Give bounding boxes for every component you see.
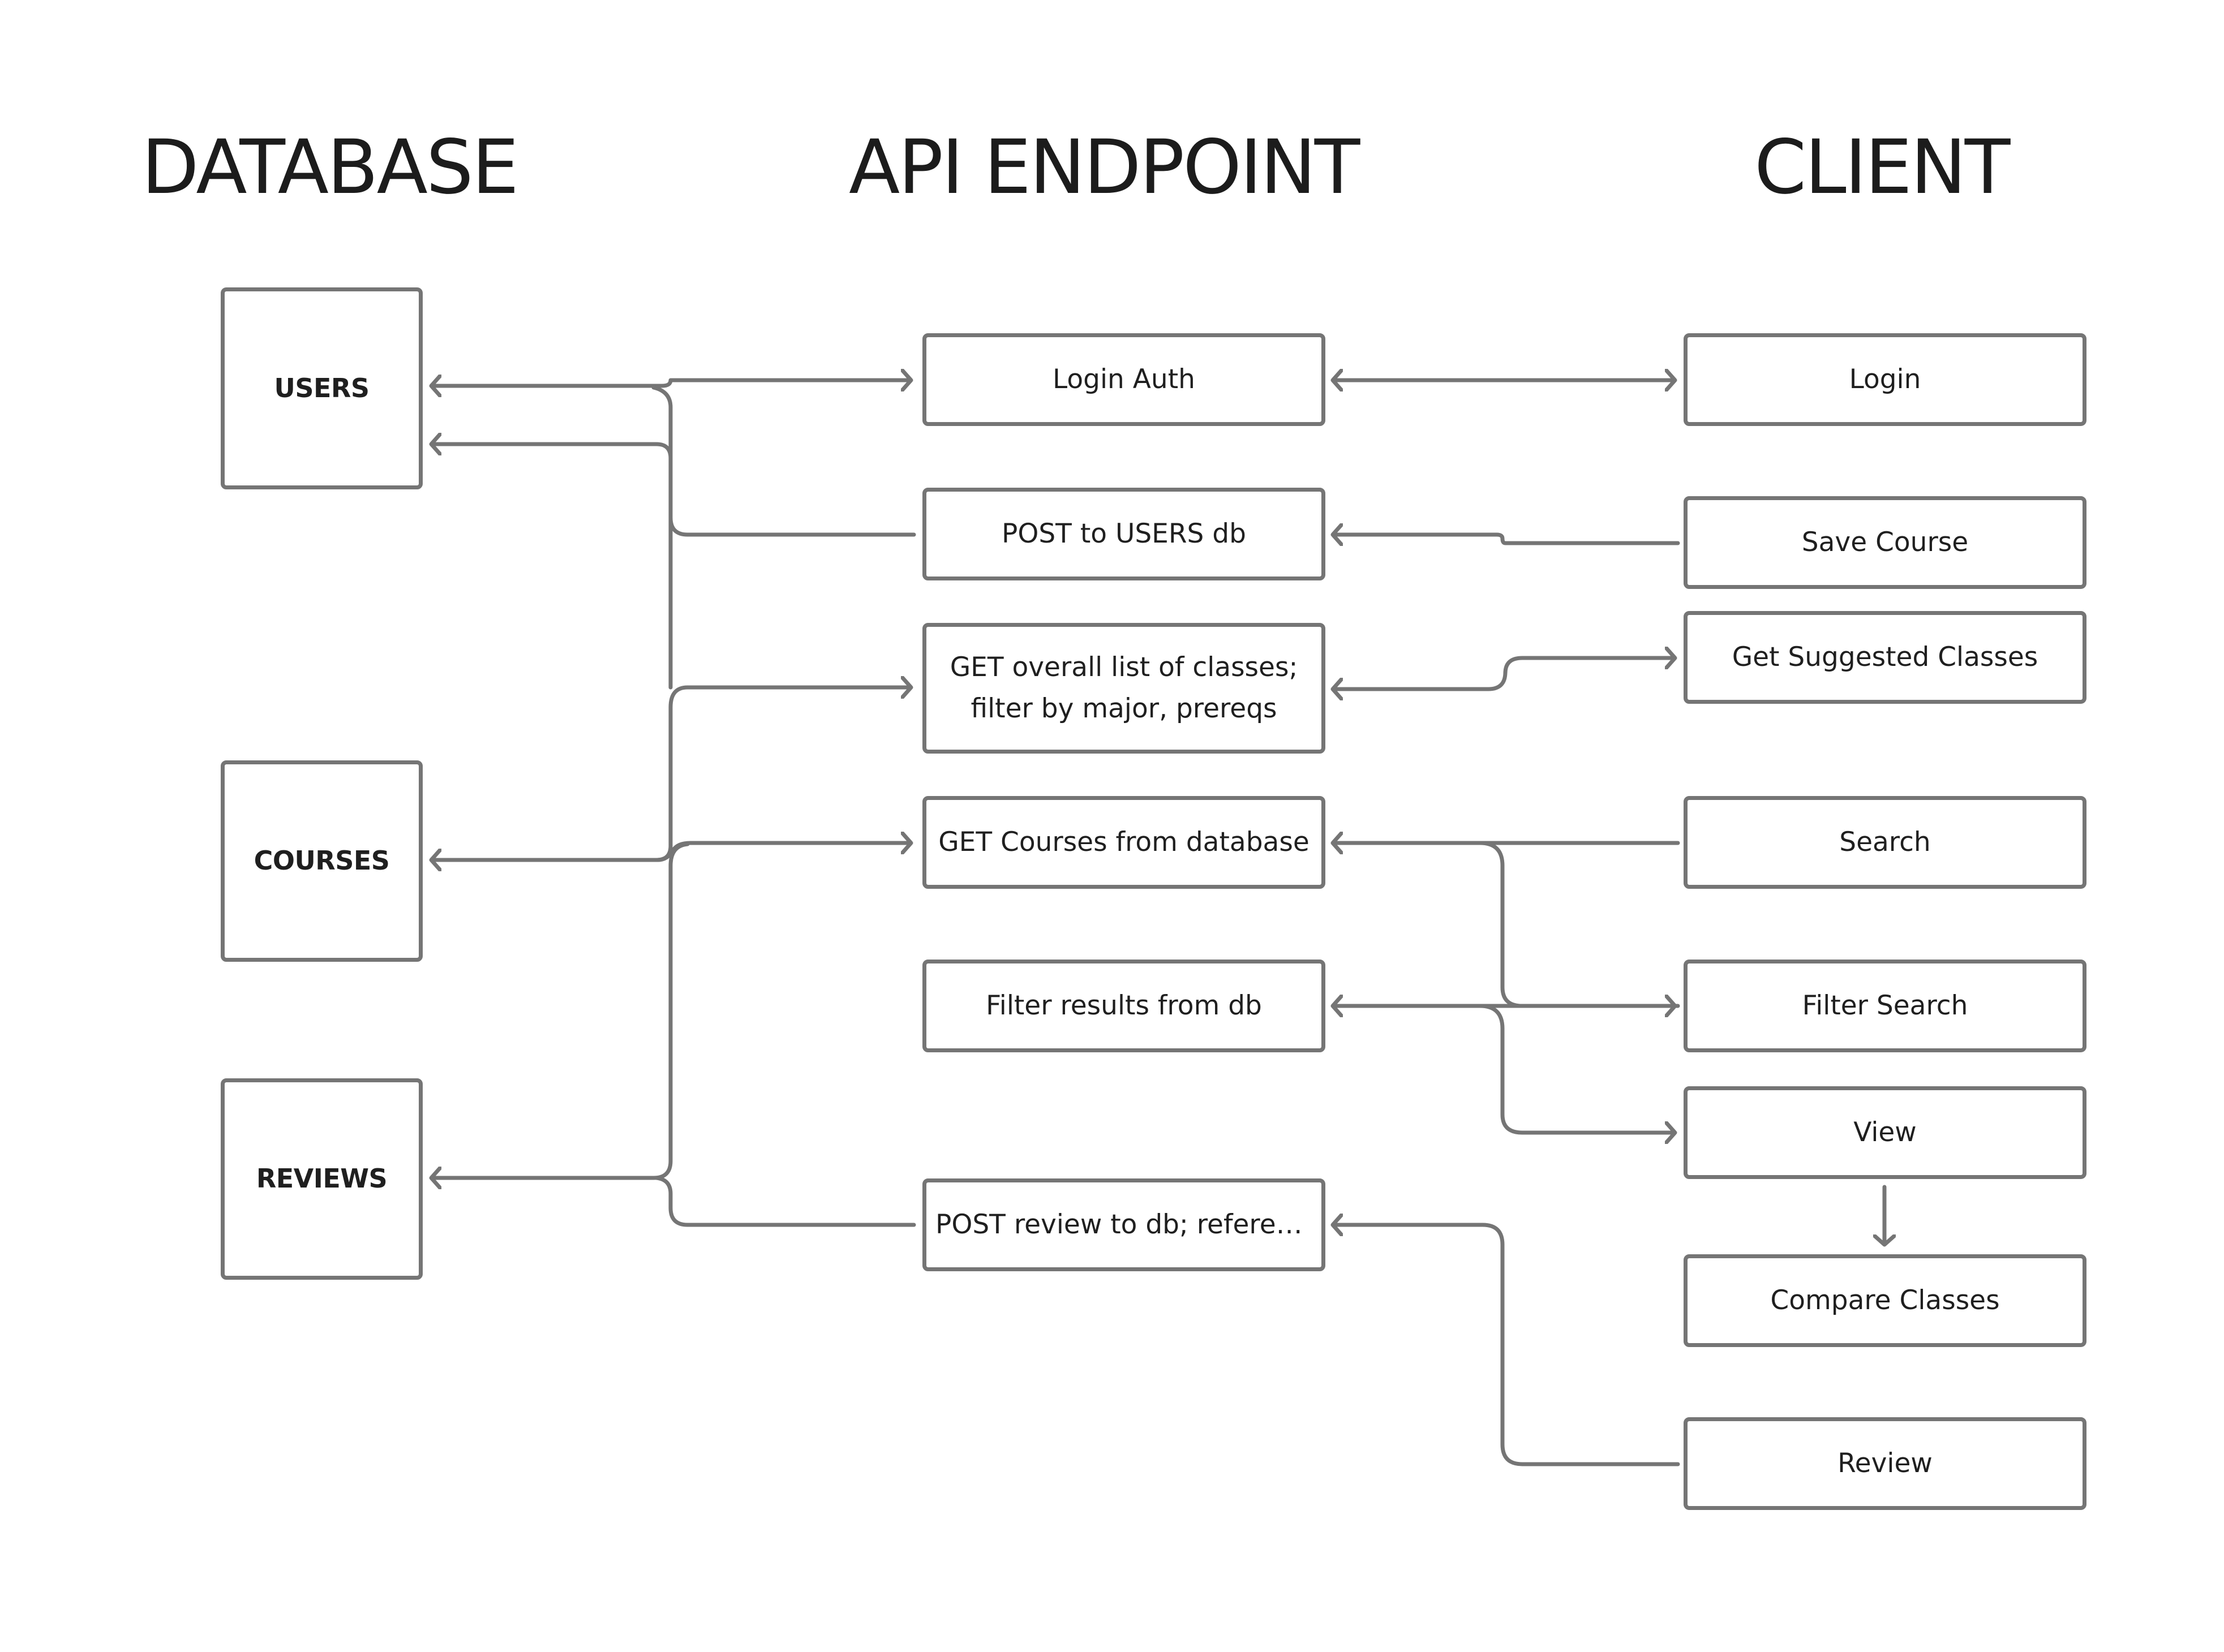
get-classes-box[interactable]: GET overall list of classes; filter by m… [922, 623, 1325, 754]
reviews-table-box[interactable]: REVIEWS [221, 1078, 423, 1280]
courses-table-box[interactable]: COURSES [221, 760, 423, 962]
edge-filter-view [1478, 1004, 1677, 1133]
filter-search-label: Filter Search [1802, 990, 1968, 1021]
post-review-box[interactable]: POST review to db; referenc... [922, 1178, 1325, 1271]
database-column-heading: DATABASE [141, 124, 519, 211]
client-column-heading: CLIENT [1754, 124, 2010, 211]
post-review-label: POST review to db; referenc... [935, 1208, 1321, 1240]
save-course-box[interactable]: Save Course [1684, 496, 2086, 589]
filter-results-box[interactable]: Filter results from db [922, 960, 1325, 1052]
login-auth-label: Login Auth [1053, 363, 1195, 395]
get-classes-label: GET overall list of classes; filter by m… [950, 651, 1298, 724]
edge-get-classes-suggested [1330, 658, 1677, 689]
edge-reviews-trunk [429, 842, 690, 1178]
edge-get-classes-to-users [651, 385, 673, 690]
filter-results-label: Filter results from db [986, 990, 1262, 1021]
login-box[interactable]: Login [1684, 333, 2086, 426]
filter-search-box[interactable]: Filter Search [1684, 960, 2086, 1052]
edge-review-post-review [1330, 1225, 1680, 1466]
get-suggested-classes-box[interactable]: Get Suggested Classes [1684, 611, 2086, 704]
view-label: View [1853, 1116, 1917, 1148]
edge-get-courses-to-courses [429, 844, 673, 860]
compare-classes-box[interactable]: Compare Classes [1684, 1254, 2086, 1347]
edge-get-classes-api [668, 687, 913, 851]
courses-label: COURSES [254, 845, 390, 876]
login-auth-box[interactable]: Login Auth [922, 333, 1325, 426]
view-box[interactable]: View [1684, 1086, 2086, 1179]
get-suggested-classes-label: Get Suggested Classes [1732, 641, 2038, 673]
review-box[interactable]: Review [1684, 1417, 2086, 1510]
users-table-box[interactable]: USERS [221, 287, 423, 489]
get-courses-box[interactable]: GET Courses from database [922, 796, 1325, 889]
post-users-box[interactable]: POST to USERS db [922, 488, 1325, 580]
search-label: Search [1839, 826, 1931, 858]
post-users-label: POST to USERS db [1002, 518, 1246, 549]
save-course-label: Save Course [1801, 526, 1969, 558]
compare-classes-label: Compare Classes [1770, 1284, 2000, 1316]
reviews-label: REVIEWS [256, 1163, 388, 1194]
get-courses-label: GET Courses from database [938, 826, 1310, 858]
users-label: USERS [274, 372, 370, 403]
edge-get-courses-api [655, 843, 913, 862]
edge-users-login-auth [429, 380, 913, 386]
edge-search-filter-search [1478, 841, 1677, 1006]
search-box[interactable]: Search [1684, 796, 2086, 889]
edge-save-course-post-users [1330, 535, 1680, 543]
login-label: Login [1849, 363, 1921, 395]
api-column-heading: API ENDPOINT [849, 124, 1360, 211]
edge-post-review-to-reviews [654, 1176, 916, 1227]
review-label: Review [1837, 1447, 1933, 1479]
